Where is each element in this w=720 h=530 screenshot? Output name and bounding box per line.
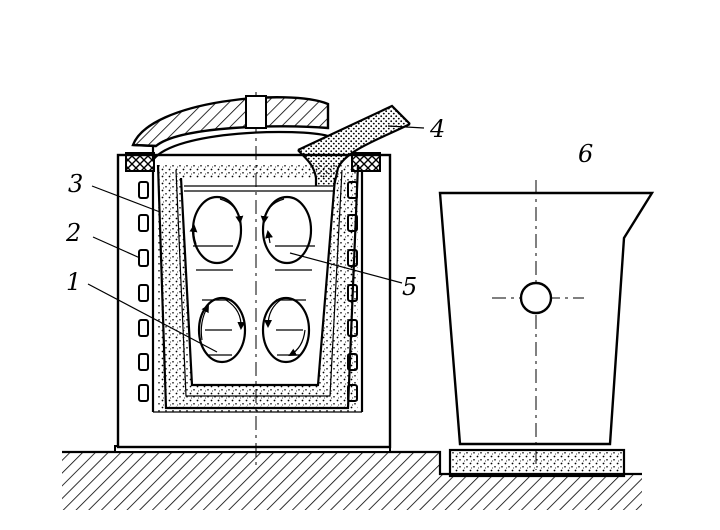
label-6: 6 (578, 140, 593, 168)
ladle (438, 180, 655, 470)
pouring-spout (297, 104, 411, 187)
molten-metal-circulation (184, 185, 333, 364)
label-5: 5 (402, 273, 417, 301)
leader-2 (92, 236, 141, 259)
floor-ground (62, 450, 642, 510)
furnace-lid (131, 95, 330, 161)
furnace-top-seals (125, 152, 381, 172)
leader-1 (87, 283, 218, 353)
ladle-trunnion (519, 281, 553, 315)
ladle-stand (448, 448, 626, 478)
label-1: 1 (66, 268, 81, 296)
leader-3 (91, 185, 161, 213)
label-2: 2 (65, 219, 81, 247)
leader-5 (289, 252, 403, 284)
label-leaders (87, 125, 425, 353)
leader-4 (387, 125, 425, 129)
label-3: 3 (68, 170, 83, 198)
label-4: 4 (429, 115, 445, 143)
crucible-lining (156, 164, 360, 412)
